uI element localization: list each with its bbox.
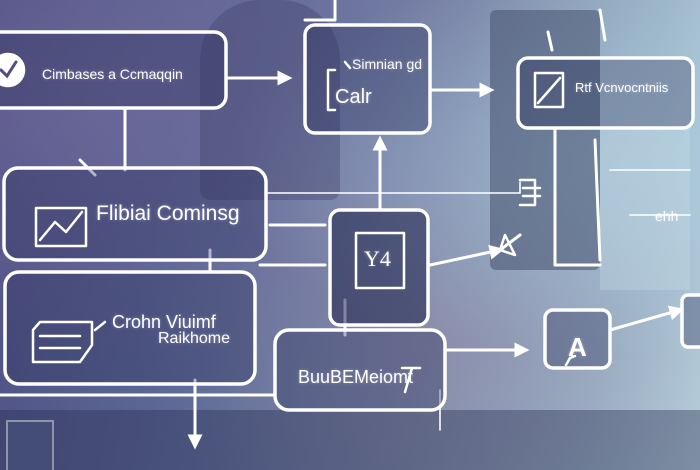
node-n4-label: Flibiai Cominsg <box>96 202 240 225</box>
flag-icon <box>400 366 422 394</box>
side-document-icon <box>518 178 542 207</box>
node-n3-label: Rtf Vcnvocntniis <box>575 80 669 95</box>
node-n1-box <box>0 30 228 110</box>
connector-n8-n9 <box>608 305 685 332</box>
folder-icon <box>31 320 107 364</box>
background-monitor <box>490 10 600 270</box>
pointer-icon <box>498 233 517 257</box>
node-n4-box <box>2 166 268 262</box>
node-n6-label-line1: Crohn Viuimf <box>112 312 216 332</box>
node-n7-box <box>273 328 447 412</box>
node-n8-box <box>543 308 612 370</box>
document-icon <box>533 71 565 109</box>
node-n2-label-line2: Calr <box>335 86 372 108</box>
node-n6-label-line2: Raikhome <box>158 330 231 347</box>
node-n5-label: Y4 <box>364 246 391 271</box>
node-n9-label: ehh <box>655 208 679 224</box>
node-n2-box <box>303 23 432 135</box>
triangle-icon <box>564 354 577 367</box>
node-n8-label: A <box>568 332 587 362</box>
connector-tick-c <box>598 8 607 42</box>
node-n1-label: Cimbases a Ccmaqqin <box>42 66 183 82</box>
node-n2-label-line1: Simnian gd <box>352 56 423 72</box>
bracket-icon <box>326 60 352 112</box>
connector-tick-b <box>546 30 554 52</box>
connectors <box>0 0 691 450</box>
chart-icon <box>34 206 88 248</box>
connector-top <box>303 0 337 22</box>
node-n7-label: BuuBEMeiomt <box>298 367 414 387</box>
connector-n3-right <box>593 138 602 262</box>
background-book <box>6 420 54 470</box>
node-n9-box <box>680 293 700 349</box>
background-desk <box>0 410 700 470</box>
background-window <box>600 60 690 290</box>
connector-n5-mid <box>428 244 505 267</box>
connector-n4-right <box>264 181 521 194</box>
connector-n3-down <box>553 128 602 267</box>
check-circle-icon <box>0 52 26 88</box>
node-n6-box <box>3 270 257 386</box>
calendar-icon <box>354 231 406 290</box>
